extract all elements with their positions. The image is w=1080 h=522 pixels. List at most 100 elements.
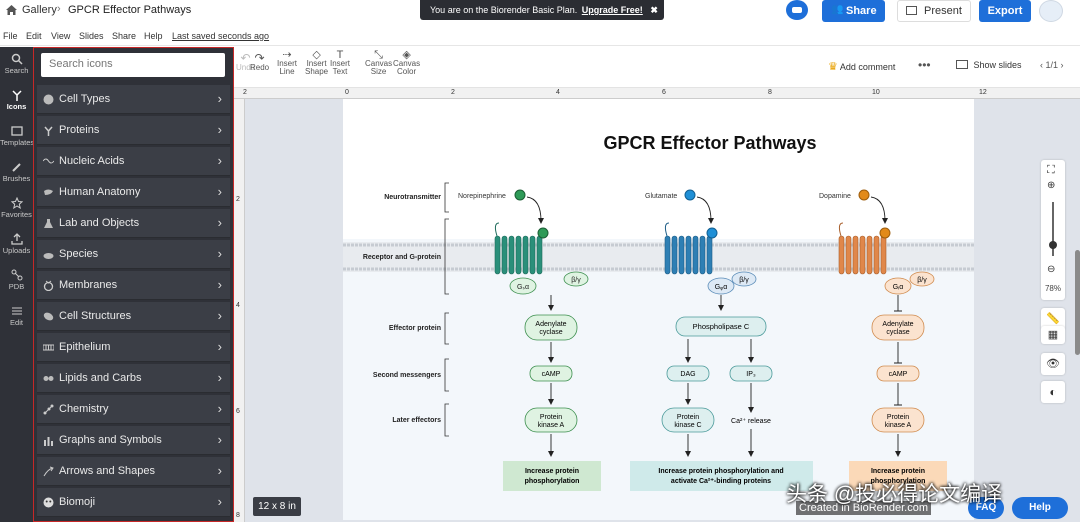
menu-help[interactable]: Help xyxy=(144,31,163,41)
present-label: Present xyxy=(924,5,962,17)
last-saved[interactable]: Last saved seconds ago xyxy=(172,31,270,41)
rail-brushes[interactable]: Brushes xyxy=(0,155,33,189)
lipid-icon xyxy=(43,376,54,381)
svg-text:cAMP: cAMP xyxy=(889,371,908,378)
share-label: Share xyxy=(846,5,877,17)
add-comment-button[interactable]: ♛ Add comment xyxy=(828,61,896,73)
category-epithelium[interactable]: Epithelium› xyxy=(37,333,230,362)
svg-text:Increase protein phosphorylati: Increase protein phosphorylation and xyxy=(658,468,783,475)
contrast-toggle[interactable]: ◐ xyxy=(1041,381,1065,403)
close-icon[interactable]: ✖ xyxy=(650,5,658,15)
rail-search[interactable]: Search xyxy=(0,47,33,81)
pdb-icon xyxy=(11,269,22,281)
undo-button[interactable]: ↶Undo xyxy=(236,51,256,72)
svg-text:IP₃: IP₃ xyxy=(746,371,756,378)
category-species[interactable]: Species› xyxy=(37,240,230,269)
rail-favorites[interactable]: Favorites xyxy=(0,191,33,225)
category-lab-objects[interactable]: Lab and Objects› xyxy=(37,209,230,238)
category-nucleic-acids[interactable]: Nucleic Acids› xyxy=(37,147,230,176)
rail-uploads[interactable]: Uploads xyxy=(0,227,33,261)
category-proteins[interactable]: Proteins› xyxy=(37,116,230,145)
svg-text:β/γ: β/γ xyxy=(571,277,581,284)
category-graphs-symbols[interactable]: Graphs and Symbols› xyxy=(37,426,230,455)
zoom-slider-handle[interactable] xyxy=(1049,241,1057,249)
rail-pdb[interactable]: PDB xyxy=(0,263,33,297)
help-button[interactable]: Help xyxy=(1012,497,1068,519)
category-lipids-carbs[interactable]: Lipids and Carbs› xyxy=(37,364,230,393)
category-human-anatomy[interactable]: Human Anatomy› xyxy=(37,178,230,207)
svg-text:Increase protein: Increase protein xyxy=(871,468,925,475)
outcome-1 xyxy=(503,461,601,491)
zoom-out-icon[interactable]: ⊖ xyxy=(1047,264,1056,275)
beta-gamma-1 xyxy=(563,271,589,287)
more-options-icon[interactable]: ••• xyxy=(918,58,931,72)
created-with-label: Created in BioRender.com xyxy=(796,501,932,515)
slide-canvas[interactable]: GPCR Effector Pathways Neurotransmitter … xyxy=(343,99,974,520)
icon-search-input[interactable]: Search icons xyxy=(41,53,225,77)
icon-library-panel: Search icons Cell Types› Proteins› Nucle… xyxy=(33,47,234,522)
menu-slides[interactable]: Slides xyxy=(79,31,104,41)
category-membranes[interactable]: Membranes› xyxy=(37,271,230,300)
svg-text:phosphorylation: phosphorylation xyxy=(525,478,580,485)
home-icon[interactable] xyxy=(5,4,18,16)
redo-button[interactable]: ↷Redo xyxy=(250,51,270,72)
figure-title: GPCR Effector Pathways xyxy=(603,133,816,153)
avatar[interactable] xyxy=(1039,0,1063,22)
category-cell-structures[interactable]: Cell Structures› xyxy=(37,302,230,331)
rail-edit[interactable]: Edit xyxy=(0,299,33,333)
upgrade-link[interactable]: Upgrade Free! xyxy=(581,5,643,15)
page-indicator[interactable]: ‹ 1/1 › xyxy=(1040,60,1064,70)
category-cell-types[interactable]: Cell Types› xyxy=(37,85,230,114)
rail-templates[interactable]: Templates xyxy=(0,119,34,153)
show-slides-button[interactable]: Show slides xyxy=(956,60,1022,70)
preview-toggle[interactable]: 👁 xyxy=(1041,353,1065,375)
zoom-in-icon[interactable]: ⊕ xyxy=(1047,180,1056,191)
zoom-slider[interactable] xyxy=(1052,202,1054,256)
category-arrows-shapes[interactable]: Arrows and Shapes› xyxy=(37,457,230,486)
template-icon xyxy=(10,126,23,136)
adenylate-cyclase-1 xyxy=(524,314,578,341)
chat-icon[interactable] xyxy=(786,0,808,20)
dopamine-ligand xyxy=(858,189,870,201)
export-button[interactable]: Export xyxy=(979,0,1031,22)
zoom-control: ⛶ ⊕ ⊖ 78% xyxy=(1041,160,1065,300)
share-button[interactable]: 👥 Share xyxy=(822,0,885,22)
vertical-scrollbar[interactable] xyxy=(1075,250,1080,355)
beta-gamma-3 xyxy=(909,271,935,287)
gq-alpha xyxy=(707,277,735,295)
left-rail: Search Icons Templates Brushes Favorites… xyxy=(0,47,34,522)
fit-screen-icon[interactable]: ⛶ xyxy=(1047,164,1055,176)
present-button[interactable]: Present xyxy=(897,0,971,22)
svg-text:Protein: Protein xyxy=(540,414,562,421)
canvas-size-badge[interactable]: 12 x 8 in xyxy=(253,497,301,516)
menu-file[interactable]: File xyxy=(3,31,18,41)
menu-view[interactable]: View xyxy=(51,31,71,41)
ruler-toggle[interactable]: 📏 xyxy=(1041,308,1065,330)
camp-1 xyxy=(529,365,573,382)
norepinephrine-ligand xyxy=(514,189,526,201)
category-chemistry[interactable]: Chemistry› xyxy=(37,395,230,424)
svg-text:kinase A: kinase A xyxy=(538,422,565,429)
users-icon: 👥 xyxy=(831,4,844,15)
pathway-norepinephrine: Norepinephrine Gₛα β/γ Adenylate cyclase… xyxy=(458,189,601,491)
rail-icons[interactable]: Icons xyxy=(0,83,33,117)
ruler-icon: 📏 xyxy=(1046,313,1060,325)
ip3 xyxy=(729,365,773,382)
menu-edit[interactable]: Edit xyxy=(26,31,42,41)
grid-toggle[interactable]: ▦ xyxy=(1041,326,1065,344)
svg-text:Increase protein: Increase protein xyxy=(525,468,579,475)
contrast-icon: ◐ xyxy=(1049,385,1057,399)
pka-1 xyxy=(524,407,578,433)
menu-share[interactable]: Share xyxy=(112,31,137,41)
category-biomoji[interactable]: Biomoji› xyxy=(37,488,230,517)
gallery-link[interactable]: Gallery xyxy=(22,4,57,16)
gpcr-receptor-green xyxy=(494,235,543,275)
gi-alpha xyxy=(884,277,912,295)
document-title[interactable]: GPCR Effector Pathways xyxy=(68,4,192,16)
faq-button[interactable]: FAQ xyxy=(968,497,1004,519)
